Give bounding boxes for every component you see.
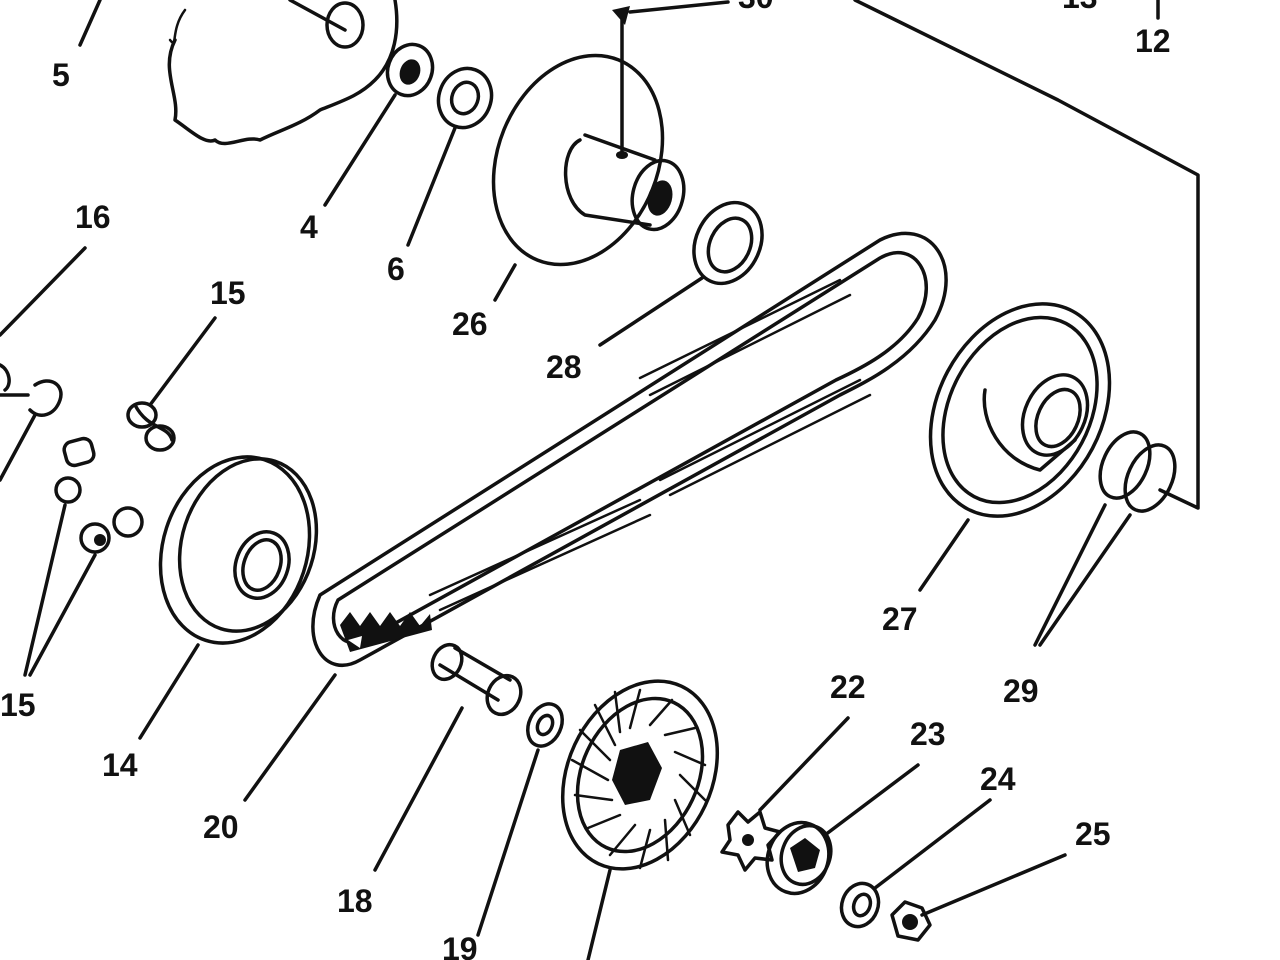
label-26: 26 — [452, 306, 488, 342]
label-22: 22 — [830, 669, 866, 705]
label-19: 19 — [442, 931, 478, 960]
part-20-v-belt — [243, 231, 948, 802]
part-25-nut — [890, 853, 1067, 942]
part-4-washer — [323, 42, 435, 207]
label-29: 29 — [1003, 673, 1039, 709]
part-28-oil-seal — [598, 200, 764, 347]
label-23: 23 — [910, 716, 946, 752]
label-18: 18 — [337, 883, 373, 919]
part-26-fixed-sheave — [491, 53, 686, 302]
label-28: 28 — [546, 349, 582, 385]
part-30-grease-nipple — [612, 0, 730, 159]
part-16-fragment — [0, 246, 87, 482]
label-5: 5 — [52, 57, 70, 93]
part-15-rollers — [23, 316, 217, 677]
label-25: 25 — [1075, 816, 1111, 852]
part-14-movable-sheave — [138, 455, 319, 740]
fan-pulley — [560, 679, 720, 960]
part-23-hub-nut — [765, 763, 920, 896]
label-15-top: 15 — [210, 275, 246, 311]
label-27: 27 — [882, 601, 918, 637]
part-27-secondary-sheave — [918, 302, 1112, 592]
part-labels: 5 4 6 30 13 12 26 28 16 15 15 14 20 18 1… — [0, 0, 1171, 960]
label-14: 14 — [102, 747, 138, 783]
label-20: 20 — [203, 809, 239, 845]
label-16: 16 — [75, 199, 111, 235]
label-4: 4 — [300, 209, 318, 245]
label-6: 6 — [387, 251, 405, 287]
part-5-crankcase-fragment — [78, 0, 399, 146]
part-18-collar — [373, 642, 523, 872]
part-19-washer — [476, 702, 564, 937]
label-13: 13 — [1062, 0, 1098, 15]
label-24: 24 — [980, 761, 1016, 797]
part-29-collars — [853, 0, 1200, 647]
part-24-washer — [839, 798, 992, 929]
label-30: 30 — [738, 0, 774, 15]
label-15-bottom: 15 — [0, 687, 36, 723]
part-6-seal — [406, 66, 494, 247]
label-12: 12 — [1135, 23, 1171, 59]
